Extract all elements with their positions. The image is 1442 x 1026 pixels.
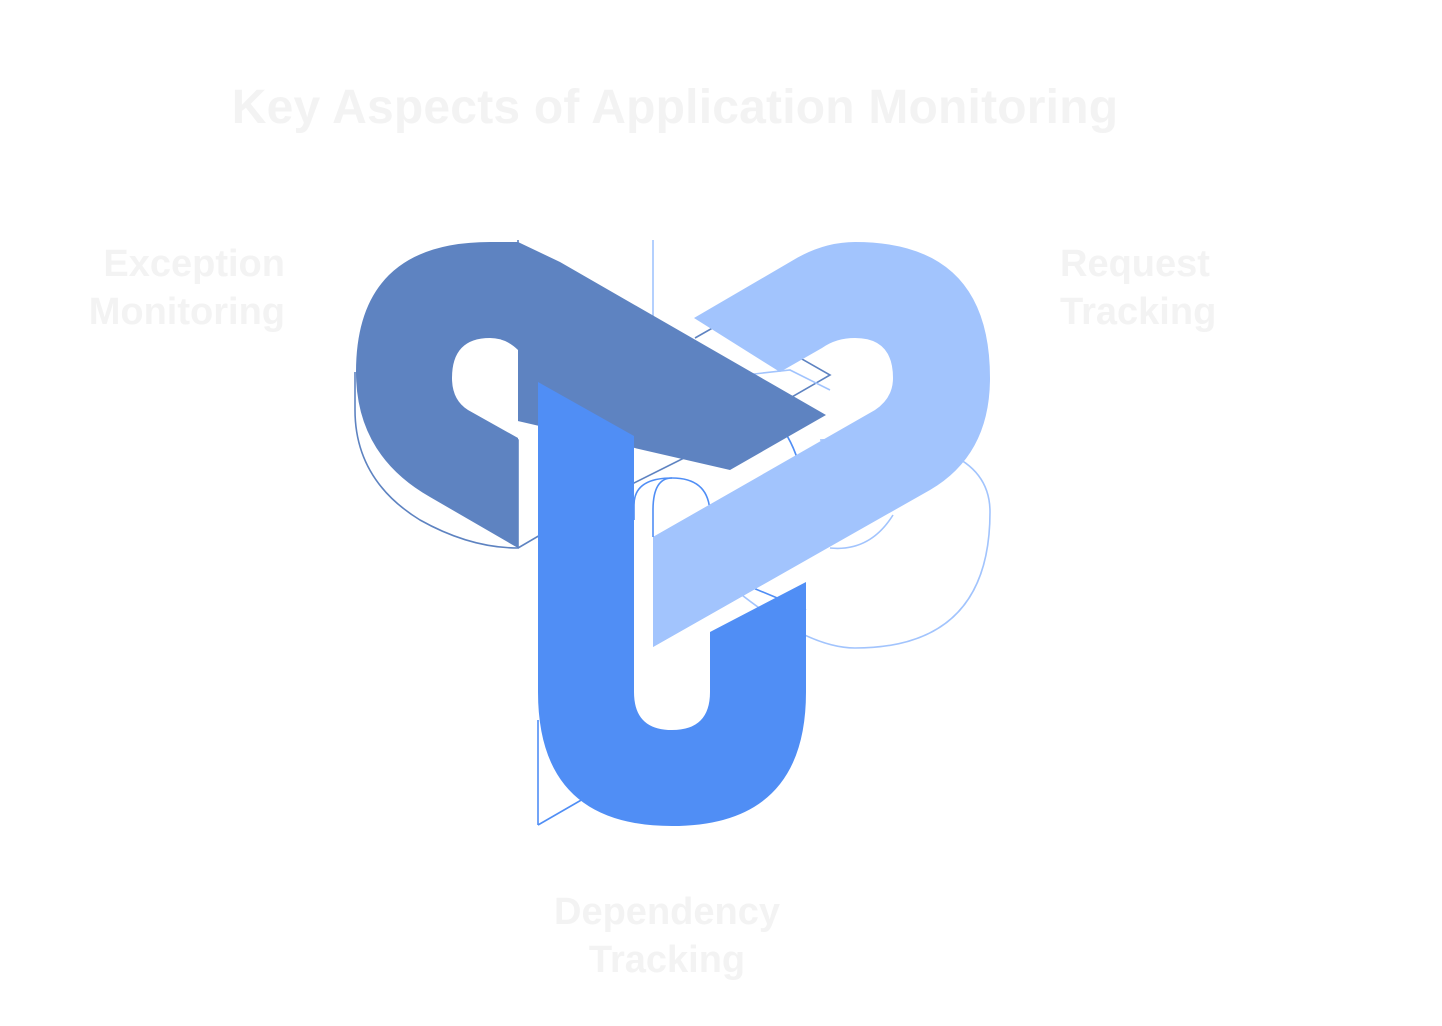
request-link-overlap <box>653 450 806 647</box>
label-exception-line2: Monitoring <box>88 291 285 333</box>
label-request-line2: Tracking <box>1060 291 1217 333</box>
label-request-tracking: Request Tracking <box>1060 240 1320 336</box>
dependency-link-slot <box>652 477 673 537</box>
exception-link-hole <box>452 338 518 438</box>
exception-link <box>356 242 826 548</box>
label-dependency-tracking: Dependency Tracking <box>520 888 814 984</box>
request-link-outline-inner <box>829 514 894 550</box>
diagram-title: Key Aspects of Application Monitoring <box>231 81 1119 134</box>
label-dependency-line1: Dependency <box>554 891 780 933</box>
label-exception-monitoring: Exception Monitoring <box>40 240 285 336</box>
dependency-link <box>538 382 806 826</box>
label-request-line1: Request <box>1060 243 1210 285</box>
label-dependency-line2: Tracking <box>588 939 746 981</box>
label-exception-line1: Exception <box>103 243 285 285</box>
